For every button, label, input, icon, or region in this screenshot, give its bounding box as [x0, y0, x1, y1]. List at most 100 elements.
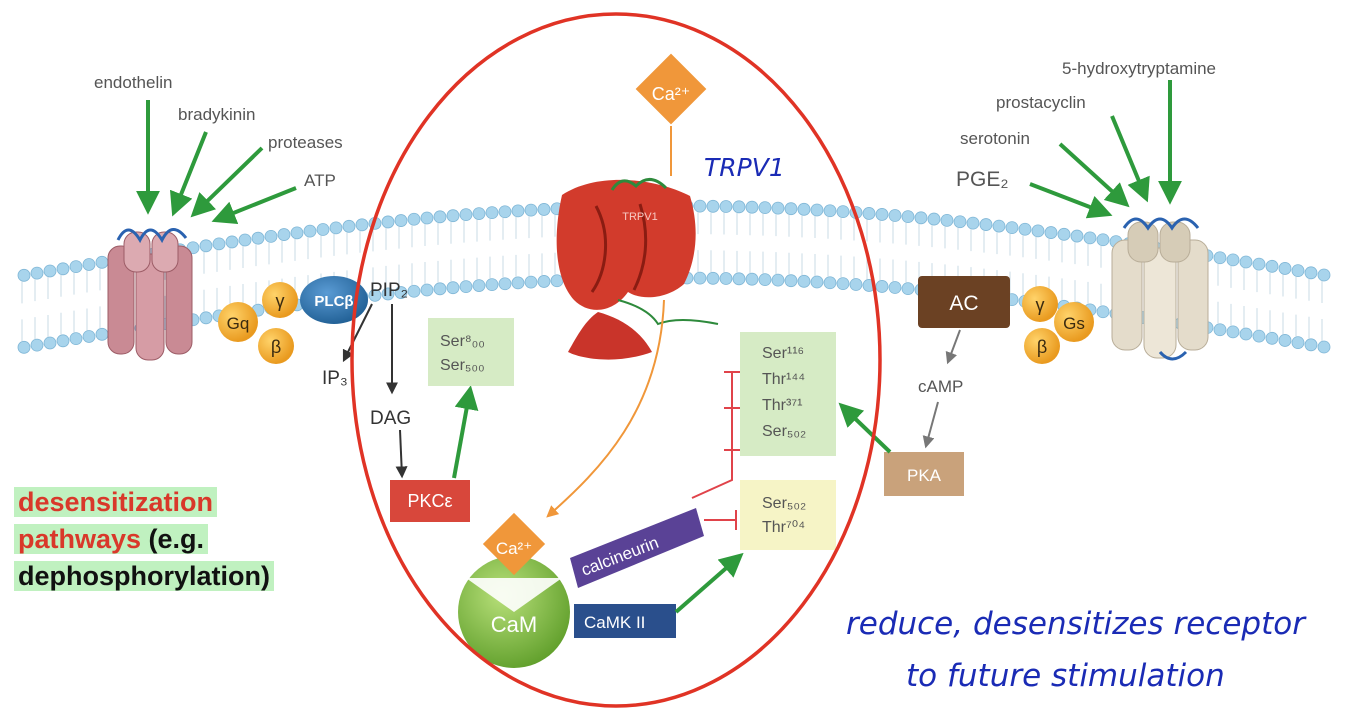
lipid-head — [1239, 327, 1253, 341]
lipid-head — [277, 228, 291, 241]
svg-text:Ser₅₀₀: Ser₅₀₀ — [440, 357, 485, 374]
lipid-head — [849, 278, 863, 291]
lipid-head — [95, 327, 109, 341]
cell-membrane — [17, 199, 1331, 354]
lipid-head — [407, 212, 421, 226]
lipid-head — [446, 209, 460, 223]
desensitization-annotation: desensitization pathways (e.g. dephospho… — [14, 484, 374, 595]
lipid-head — [836, 205, 850, 219]
adenylyl-cyclase: AC — [918, 276, 1010, 328]
lipid-head — [771, 201, 785, 215]
lipid-head — [732, 200, 746, 214]
ac-to-camp-arrow — [945, 329, 961, 365]
lipid-head — [693, 271, 707, 285]
lipid-head — [719, 272, 733, 285]
lipid-head — [381, 287, 395, 301]
lipid-head — [433, 210, 447, 224]
pip2-arrows — [342, 303, 408, 479]
lipid-head — [888, 209, 902, 222]
lipid-head — [797, 274, 811, 288]
lipid-head — [771, 273, 785, 287]
lipid-head — [901, 282, 915, 296]
lipid-head — [1291, 264, 1305, 278]
ligand-proteases: proteases — [268, 133, 343, 152]
svg-text:Ser₅₀₂: Ser₅₀₂ — [762, 423, 806, 440]
gq-protein: Gq γ β — [218, 282, 298, 364]
lipid-head — [225, 235, 239, 249]
camp-to-pka-arrow — [922, 401, 939, 449]
svg-text:PKA: PKA — [907, 466, 942, 485]
lipid-head — [1239, 255, 1253, 269]
svg-text:Ser¹¹⁶: Ser¹¹⁶ — [762, 345, 804, 362]
ligand-bradykinin: bradykinin — [178, 105, 256, 124]
lipid-head — [1304, 266, 1318, 280]
lipid-head — [329, 221, 343, 235]
lipid-head — [888, 281, 902, 294]
lipid-head — [797, 202, 811, 216]
lipid-head — [1096, 305, 1110, 319]
lipid-head — [875, 280, 889, 293]
pka-box: PKA — [884, 452, 964, 496]
lipid-head — [1317, 340, 1331, 354]
lipid-head — [264, 229, 278, 243]
lipid-head — [212, 237, 226, 251]
pka-sites-box: Ser¹¹⁶ Thr¹⁴⁴ Thr³⁷¹ Ser₅₀₂ — [740, 332, 836, 456]
svg-text:CaMK II: CaMK II — [584, 613, 645, 632]
lipid-head — [524, 275, 538, 289]
lipid-head — [472, 279, 486, 292]
svg-text:PKCε: PKCε — [407, 491, 452, 511]
handwritten-trpv1: TRPV1 — [704, 153, 785, 182]
svg-text:CaM: CaM — [491, 612, 537, 637]
lipid-head — [1070, 229, 1084, 243]
lipid-head — [251, 231, 265, 245]
lipid-head — [30, 266, 44, 280]
annotation-line3: dephosphorylation) — [14, 561, 274, 591]
lipid-head — [745, 272, 759, 286]
camk-arrow — [674, 552, 744, 614]
gs-protein: γ Gs β — [1022, 286, 1094, 364]
lipid-head — [498, 205, 512, 219]
lipid-head — [862, 207, 876, 220]
lipid-head — [446, 281, 460, 295]
lipid-head — [758, 273, 772, 287]
lipid-head — [1317, 268, 1331, 282]
svg-text:AC: AC — [949, 292, 978, 315]
lipid-head — [1083, 231, 1097, 245]
calcineurin-box: calcineurin — [570, 508, 704, 588]
lipid-head — [719, 200, 733, 213]
inhibition-lines — [691, 371, 740, 530]
pkc-epsilon-box: PKCε — [390, 480, 470, 522]
svg-text:Thr¹⁴⁴: Thr¹⁴⁴ — [762, 371, 805, 388]
lipid-head — [459, 280, 473, 294]
ligand-endothelin: endothelin — [94, 73, 172, 92]
lipid-head — [368, 288, 382, 302]
lipid-head — [30, 338, 44, 352]
lipid-head — [485, 206, 499, 220]
lipid-head — [381, 215, 395, 229]
lipid-head — [1005, 221, 1019, 235]
lipid-head — [407, 284, 421, 298]
svg-text:Gs: Gs — [1063, 314, 1085, 333]
svg-text:Thr³⁷¹: Thr³⁷¹ — [762, 397, 802, 414]
lipid-head — [927, 212, 941, 226]
lipid-head — [17, 268, 31, 282]
lipid-head — [420, 211, 434, 225]
lipid-head — [537, 203, 551, 216]
lipid-head — [1226, 325, 1240, 339]
lipid-head — [732, 272, 746, 286]
lipid-head — [875, 208, 889, 221]
pkc-arrow — [452, 385, 479, 479]
lipid-head — [1057, 227, 1071, 241]
right-gpcr-receptor — [1111, 217, 1209, 361]
lipid-head — [1096, 233, 1110, 247]
pip2-label: PIP₂ — [370, 280, 408, 301]
lipid-head — [745, 200, 759, 214]
lipid-head — [706, 199, 720, 213]
lipid-head — [82, 258, 96, 271]
ca-flow-arrow — [546, 299, 665, 518]
trpv1-channel: TRPV1 — [556, 178, 719, 360]
lipid-head — [433, 282, 447, 296]
lipid-head — [1291, 336, 1305, 350]
svg-text:Ca²⁺: Ca²⁺ — [652, 84, 691, 104]
ligand-arrows-right — [1029, 80, 1182, 219]
